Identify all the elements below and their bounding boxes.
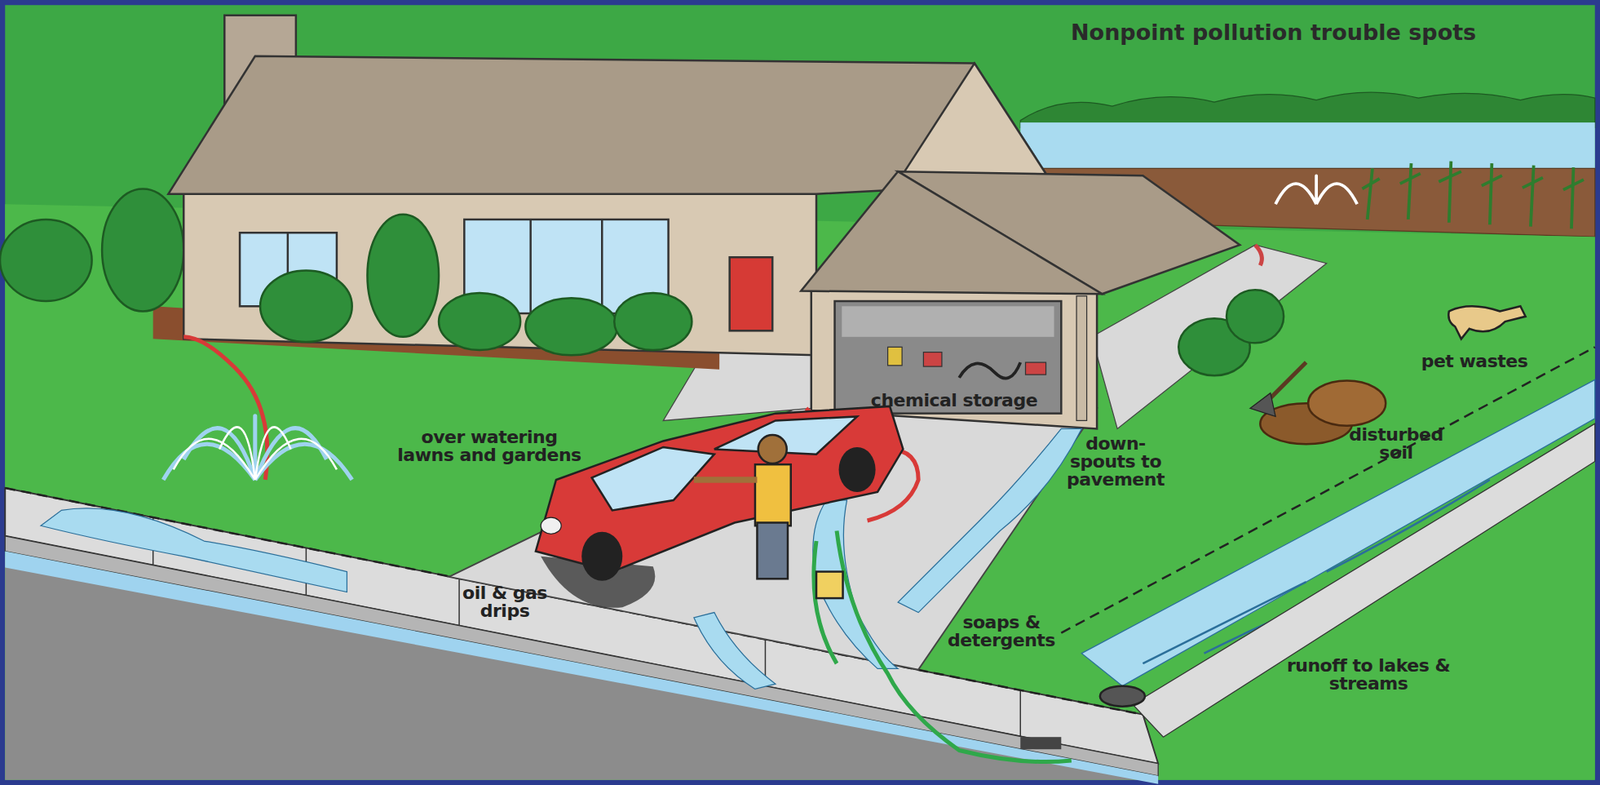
bush: [101, 188, 184, 311]
diagram-title: Nonpoint pollution trouble spots: [1070, 19, 1477, 45]
joint: [458, 578, 460, 627]
dog: [1448, 305, 1525, 339]
dog-body: [1448, 305, 1525, 339]
callout-label: pet wastes: [1392, 352, 1556, 371]
property-line-right: [1060, 346, 1595, 633]
garage-interior: [841, 305, 1054, 337]
downspout-runoff: [897, 428, 1082, 612]
spray: [183, 428, 256, 480]
corn-stalks: [1361, 161, 1584, 230]
wheel: [581, 531, 623, 581]
spray: [173, 426, 337, 480]
bush: [366, 214, 439, 337]
treeline: [1020, 92, 1595, 128]
lake: [1020, 122, 1595, 170]
wash-runoff: [813, 499, 898, 668]
curb-inlet: [1020, 736, 1061, 749]
bush: [438, 292, 521, 350]
callout-label: disturbed soil: [1339, 425, 1454, 462]
house-gable: [897, 63, 1052, 182]
callout-label: over watering lawns and gardens: [393, 428, 586, 465]
can: [1025, 362, 1047, 375]
can: [923, 352, 942, 367]
house-wall: [183, 188, 817, 355]
gutter-water: [4, 551, 1159, 784]
headlight: [540, 517, 562, 534]
dirt: [1308, 380, 1386, 426]
sprinkler-spray-white: [173, 426, 337, 480]
drive-runoff: [693, 612, 776, 690]
garden-hose: [183, 336, 268, 480]
arm: [693, 476, 758, 483]
door: [729, 256, 774, 331]
suds-line: [813, 540, 837, 663]
shirt: [755, 464, 792, 526]
bush: [525, 297, 618, 355]
corn: [1361, 161, 1584, 230]
stored-chemicals: [888, 346, 1047, 378]
window-bar: [529, 219, 532, 314]
downspout-right: [1255, 244, 1262, 266]
bush: [614, 292, 692, 350]
garage-gable: [800, 171, 1102, 294]
spray: [255, 443, 353, 480]
front-bushes: [260, 214, 692, 356]
person: [693, 434, 792, 579]
storm-drain: [1100, 685, 1145, 707]
can: [888, 346, 903, 366]
window-bar: [601, 219, 604, 314]
stream: [1081, 379, 1595, 686]
callout-label: soaps & detergents: [944, 613, 1059, 650]
legs: [756, 521, 788, 579]
wheel: [839, 446, 876, 492]
head: [758, 434, 787, 464]
bucket: [816, 571, 844, 599]
car: [535, 406, 903, 581]
bush: [260, 270, 353, 343]
callout-label: down- spouts to pavement: [1065, 434, 1167, 489]
joint: [1020, 689, 1022, 739]
shovel-blade: [1250, 393, 1276, 417]
background: [4, 4, 1595, 779]
soap-suds: [813, 530, 1072, 762]
hose: [959, 362, 1021, 379]
callout-label: chemical storage: [831, 391, 1077, 410]
callout-label: oil & gas drips: [447, 583, 562, 620]
field-sprinkler: [1275, 175, 1357, 204]
downspout: [1076, 296, 1088, 421]
sprinkler-spray: [163, 415, 352, 480]
bush: [0, 219, 93, 301]
suds-line: [836, 530, 1072, 762]
lawn-runoff: [40, 508, 347, 593]
spray: [1275, 175, 1357, 204]
callout-label: runoff to lakes & streams: [1282, 656, 1455, 693]
bush: [1226, 289, 1284, 343]
